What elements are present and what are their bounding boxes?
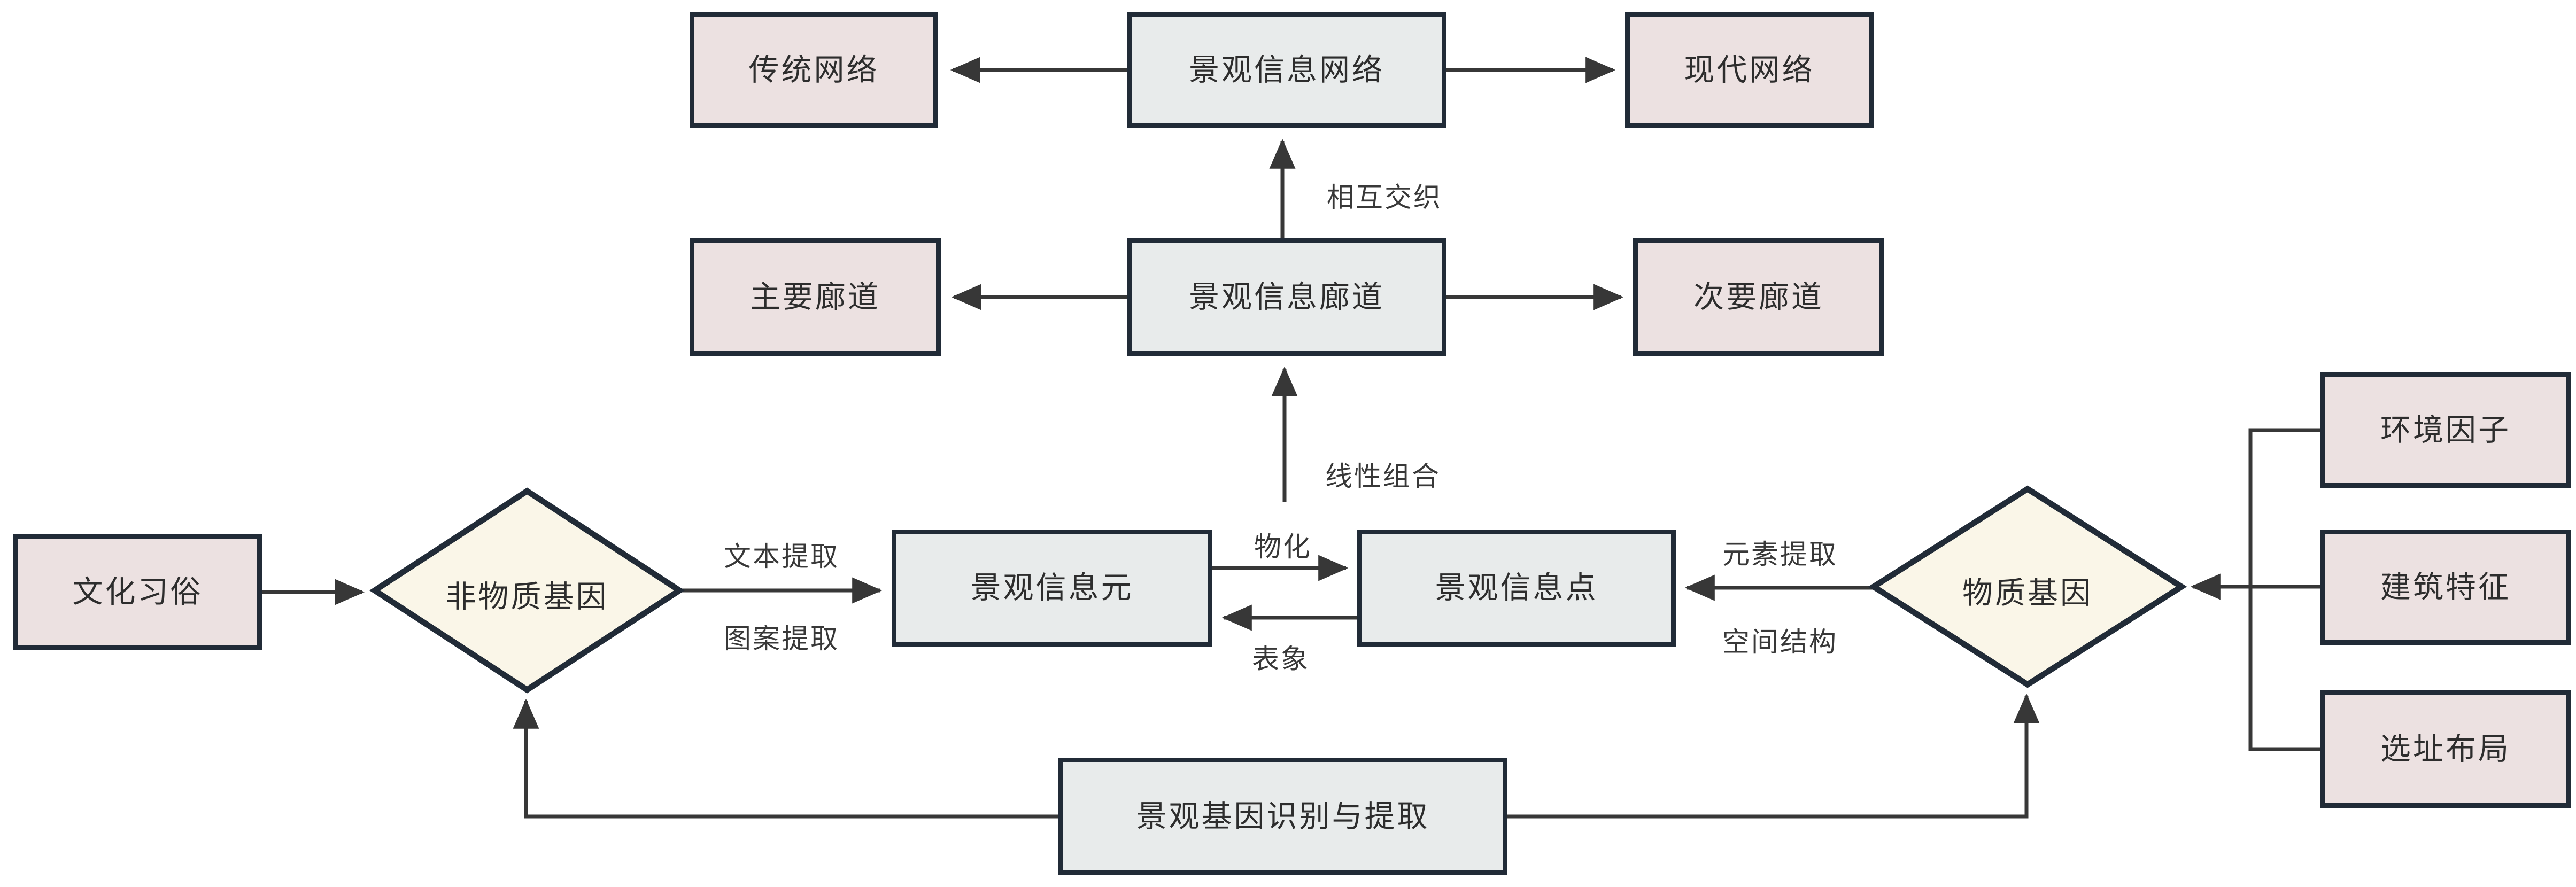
node-label: 景观信息廊道	[1189, 279, 1384, 315]
edge-identification-to-material	[1507, 693, 2040, 819]
edge-label-element-extraction: 元素提取	[1722, 539, 1838, 571]
edge-identification-to-intangible	[513, 698, 1058, 819]
node-landscape-info-point: 景观信息点	[1357, 530, 1676, 647]
node-landscape-info-corridor: 景观信息廊道	[1127, 238, 1446, 356]
node-label: 传统网络	[748, 52, 879, 88]
node-secondary-corridor: 次要廊道	[1633, 238, 1884, 356]
node-material-gene-label: 物质基因	[1962, 575, 2093, 611]
node-label: 景观基因识别与提取	[1136, 798, 1430, 834]
node-intangible-gene-label: 非物质基因	[445, 579, 609, 614]
node-label: 环境因子	[2380, 412, 2511, 448]
node-environment-factor: 环境因子	[2320, 372, 2571, 488]
node-label: 建筑特征	[2380, 569, 2511, 605]
node-main-corridor: 主要廊道	[690, 238, 941, 356]
edge-label-representation: 表象	[1251, 644, 1310, 675]
node-label: 景观信息网络	[1189, 52, 1384, 88]
edge-label-spatial-structure: 空间结构	[1722, 627, 1838, 658]
node-label: 景观信息元	[970, 570, 1134, 606]
node-landscape-info-element: 景观信息元	[892, 530, 1212, 647]
node-label: 现代网络	[1684, 52, 1815, 88]
node-site-layout: 选址布局	[2320, 690, 2571, 808]
edge-label-pattern-extraction: 图案提取	[723, 624, 839, 655]
node-landscape-info-network: 景观信息网络	[1127, 12, 1446, 128]
node-label: 景观信息点	[1435, 570, 1598, 606]
node-gene-identification: 景观基因识别与提取	[1058, 758, 1507, 875]
node-modern-network: 现代网络	[1625, 12, 1874, 128]
node-cultural-customs: 文化习俗	[13, 534, 262, 650]
edge-label-text-extraction: 文本提取	[723, 541, 839, 573]
node-label: 文化习俗	[72, 574, 203, 610]
node-label: 主要廊道	[750, 279, 880, 315]
edge-label-materialization: 物化	[1254, 532, 1312, 563]
node-architecture-feature: 建筑特征	[2320, 530, 2571, 645]
node-traditional-network: 传统网络	[690, 12, 938, 128]
bracket-right-boxes	[2248, 428, 2320, 751]
node-label: 选址布局	[2380, 731, 2511, 767]
diamond-material-gene	[1868, 485, 2187, 688]
node-label: 次要廊道	[1693, 279, 1824, 315]
edge-label-linear-combination: 线性组合	[1325, 461, 1441, 493]
diamond-intangible-gene	[369, 487, 685, 694]
edge-label-interweave: 相互交织	[1326, 182, 1442, 214]
